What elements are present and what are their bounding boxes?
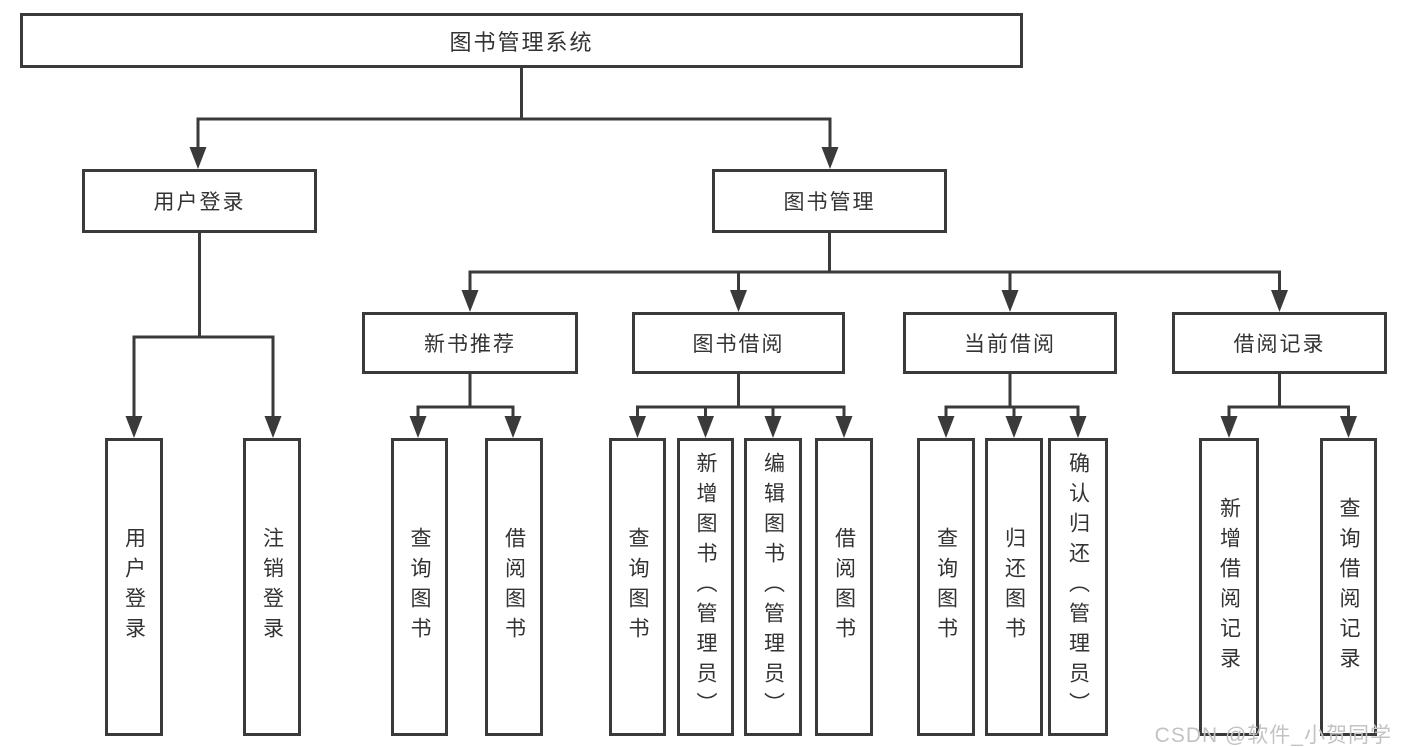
node-new-book-recommend-label: 新书推荐 bbox=[424, 333, 516, 356]
node-new-book-recommend: 新书推荐 bbox=[362, 312, 578, 374]
node-user-login-label: 用户登录 bbox=[153, 191, 246, 214]
leaf-add-books-admin: 新增图书（管理员） bbox=[677, 438, 734, 736]
leaf-query-borrow-record: 查询借阅记录 bbox=[1320, 438, 1377, 736]
arrowhead bbox=[937, 416, 955, 438]
node-book-management-label: 图书管理 bbox=[783, 191, 876, 214]
leaf-confirm-return-admin: 确认归还（管理员） bbox=[1048, 438, 1108, 736]
edge-user-login-to-leaves bbox=[125, 233, 282, 438]
node-book-borrow: 图书借阅 bbox=[632, 312, 845, 374]
node-book-management: 图书管理 bbox=[712, 169, 947, 233]
arrowhead bbox=[821, 147, 839, 169]
node-borrow-records: 借阅记录 bbox=[1172, 312, 1387, 374]
arrowhead bbox=[409, 416, 427, 438]
leaf-return-books-label: 归还图书 bbox=[1002, 527, 1026, 647]
csdn-watermark: CSDN @软件_小贺同学 bbox=[1154, 724, 1392, 747]
arrowhead bbox=[1001, 290, 1019, 312]
arrowhead bbox=[1069, 416, 1087, 438]
leaf-user-login: 用户登录 bbox=[105, 438, 163, 736]
node-user-login: 用户登录 bbox=[82, 169, 317, 233]
leaf-query-books-borrow: 查询图书 bbox=[609, 438, 666, 736]
leaf-borrow-books-label: 借阅图书 bbox=[832, 527, 856, 647]
leaf-user-login-label: 用户登录 bbox=[122, 527, 146, 647]
arrowhead bbox=[1340, 416, 1357, 438]
arrowhead bbox=[1220, 416, 1238, 438]
leaf-return-books: 归还图书 bbox=[985, 438, 1043, 736]
leaf-query-borrow-record-label: 查询借阅记录 bbox=[1337, 497, 1360, 677]
arrowhead bbox=[835, 416, 853, 438]
arrowhead bbox=[1005, 416, 1023, 438]
arrowhead bbox=[697, 416, 714, 438]
leaf-query-books-recommend-label: 查询图书 bbox=[408, 527, 431, 647]
leaf-query-books-recommend: 查询图书 bbox=[391, 438, 448, 736]
edge-borrow-records-to-leaves bbox=[1220, 374, 1357, 438]
node-root: 图书管理系统 bbox=[20, 13, 1023, 68]
leaf-borrow-books: 借阅图书 bbox=[815, 438, 873, 736]
node-borrow-records-label: 借阅记录 bbox=[1233, 333, 1326, 356]
edge-book-management-to-level3 bbox=[461, 233, 1288, 312]
leaf-query-books-current: 查询图书 bbox=[917, 438, 975, 736]
arrowhead bbox=[629, 416, 646, 438]
leaf-confirm-return-admin-label: 确认归还（管理员） bbox=[1066, 452, 1090, 722]
leaf-edit-books-admin-label: 编辑图书（管理员） bbox=[761, 452, 785, 722]
arrowhead bbox=[125, 416, 143, 438]
node-current-borrow: 当前借阅 bbox=[903, 312, 1117, 374]
edge-book-borrow-to-leaves bbox=[629, 374, 853, 438]
leaf-borrow-books-recommend: 借阅图书 bbox=[485, 438, 543, 736]
arrowhead bbox=[189, 147, 207, 169]
leaf-add-books-admin-label: 新增图书（管理员） bbox=[694, 452, 717, 722]
edge-root-to-level2 bbox=[189, 68, 839, 169]
arrowhead bbox=[461, 290, 479, 312]
leaf-add-borrow-record-label: 新增借阅记录 bbox=[1217, 497, 1241, 677]
leaf-edit-books-admin: 编辑图书（管理员） bbox=[744, 438, 802, 736]
leaf-query-books-current-label: 查询图书 bbox=[934, 527, 958, 647]
arrowhead bbox=[730, 290, 747, 312]
leaf-query-books-borrow-label: 查询图书 bbox=[626, 527, 649, 647]
node-book-borrow-label: 图书借阅 bbox=[692, 333, 785, 356]
arrowhead bbox=[1271, 290, 1288, 312]
arrowhead bbox=[264, 416, 282, 438]
leaf-logout: 注销登录 bbox=[243, 438, 301, 736]
arrowhead bbox=[764, 416, 782, 438]
node-current-borrow-label: 当前借阅 bbox=[964, 333, 1056, 356]
edge-new-book-recommend-to-leaves bbox=[409, 374, 522, 438]
edge-current-borrow-to-leaves bbox=[937, 374, 1087, 438]
leaf-borrow-books-recommend-label: 借阅图书 bbox=[502, 527, 526, 647]
node-root-label: 图书管理系统 bbox=[449, 29, 594, 55]
arrowhead bbox=[504, 416, 522, 438]
leaf-add-borrow-record: 新增借阅记录 bbox=[1199, 438, 1259, 736]
leaf-logout-label: 注销登录 bbox=[260, 527, 284, 647]
